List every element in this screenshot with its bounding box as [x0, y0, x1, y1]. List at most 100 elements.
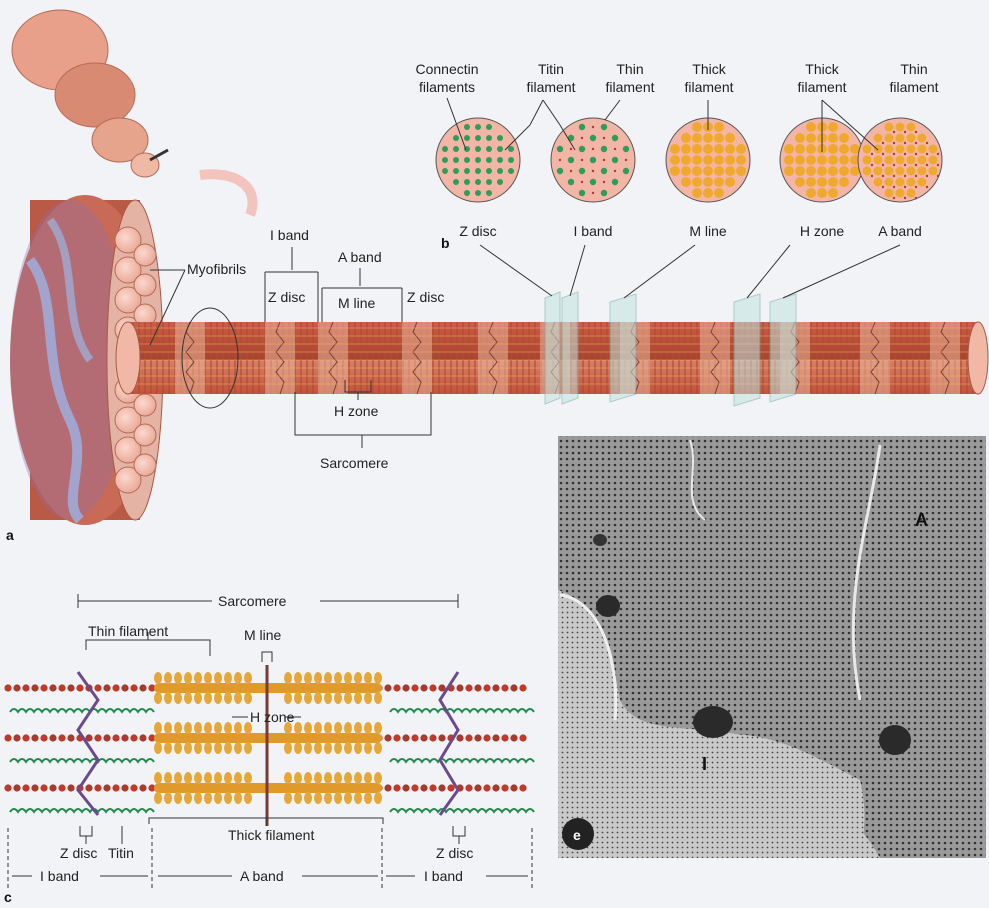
actin-bead [58, 784, 66, 792]
myosin-head [174, 792, 182, 804]
actin-bead [85, 784, 93, 792]
myosin-head [334, 672, 342, 684]
i-band-left-label: I band [40, 868, 79, 884]
light-band [265, 322, 295, 394]
panel-b-top-leaders [446, 97, 879, 152]
titin-filament [389, 708, 535, 714]
light-band [175, 322, 205, 394]
panel-b-top-label: Titin [538, 61, 564, 77]
titin-filament [9, 758, 155, 764]
m-line-bracket [261, 651, 273, 662]
myosin-head [374, 722, 382, 734]
actin-bead [130, 784, 138, 792]
actin-bead [483, 684, 491, 692]
thick-filament-bracket [148, 817, 384, 826]
band-dividers [7, 828, 533, 888]
actin-bead [474, 684, 482, 692]
myosin-head [354, 692, 362, 704]
actin-bead [103, 784, 111, 792]
panel-b-top-label: filaments [419, 79, 475, 95]
thin-filament-bracket [85, 632, 211, 656]
actin-bead [121, 784, 129, 792]
panel-label-b: b [441, 235, 450, 251]
myosin-head [244, 742, 252, 754]
actin-bead [492, 784, 500, 792]
myofibrils-leader [149, 269, 186, 346]
myosin-head [324, 742, 332, 754]
h-zone-label-c: H zone [250, 709, 295, 725]
myosin-head [374, 672, 382, 684]
panel-b-top-label: filament [797, 79, 846, 95]
actin-bead [40, 734, 48, 742]
myosin-head [224, 672, 232, 684]
myosin-head [194, 672, 202, 684]
actin-bead [13, 684, 21, 692]
myosin-head [184, 692, 192, 704]
z-line [412, 321, 422, 395]
panel-b-top-label: filament [526, 79, 575, 95]
myosin-head [184, 672, 192, 684]
actin-bead [501, 784, 509, 792]
sarcomere-label-c: Sarcomere [218, 593, 287, 609]
i-band-bracket [264, 247, 319, 322]
actin-bead [13, 784, 21, 792]
panel-b-top-label: filament [889, 79, 938, 95]
myosin-head [184, 722, 192, 734]
actin-bead [94, 784, 102, 792]
myosin-head [234, 792, 242, 804]
myosin-head [154, 772, 162, 784]
myosin-head [214, 772, 222, 784]
myosin-head [294, 722, 302, 734]
actin-bead [67, 684, 75, 692]
myosin-head [294, 692, 302, 704]
myosin-head [284, 742, 292, 754]
myosin-head [214, 742, 222, 754]
myosin-head [244, 772, 252, 784]
myosin-head [204, 692, 212, 704]
myosin-head [234, 742, 242, 754]
actin-bead [40, 784, 48, 792]
myosin-head [374, 772, 382, 784]
panel-label-c: c [4, 889, 12, 905]
titin-filament [389, 758, 535, 764]
myosin-head [174, 772, 182, 784]
panel-b-top-label: Thin [900, 61, 927, 77]
actin-bead [393, 684, 401, 692]
actin-bead [501, 734, 509, 742]
actin-bead [519, 684, 527, 692]
myosin-head [154, 792, 162, 804]
myosin-head [334, 792, 342, 804]
actin-bead [31, 734, 39, 742]
myosin-head [364, 742, 372, 754]
cross-section-dots-aband [862, 122, 940, 200]
myosin-head [334, 692, 342, 704]
actin-bead [447, 784, 455, 792]
myosin-head [284, 792, 292, 804]
light-band [402, 322, 432, 394]
actin-bead [22, 684, 30, 692]
em-label-i: I [702, 754, 707, 774]
myosin-head [164, 772, 172, 784]
actin-bead [474, 734, 482, 742]
myosin-head [164, 692, 172, 704]
thick-filament-label: Thick filament [228, 827, 314, 843]
actin-bead [4, 734, 12, 742]
actin-bead [420, 684, 428, 692]
h-zone-bracket [344, 380, 372, 400]
myosin-head [314, 742, 322, 754]
cross-section-circles [435, 117, 943, 203]
myosin-head [294, 742, 302, 754]
panel-b-top-label: filament [684, 79, 733, 95]
actin-bead [22, 734, 30, 742]
myosin-head [354, 672, 362, 684]
myosin-head [244, 792, 252, 804]
myosin-head [304, 672, 312, 684]
myosin-head [314, 792, 322, 804]
myosin-head [194, 692, 202, 704]
myosin-head [164, 672, 172, 684]
actin-bead [139, 784, 147, 792]
myosin-head [234, 722, 242, 734]
actin-bead [31, 784, 39, 792]
actin-bead [429, 684, 437, 692]
z-line [870, 321, 880, 395]
